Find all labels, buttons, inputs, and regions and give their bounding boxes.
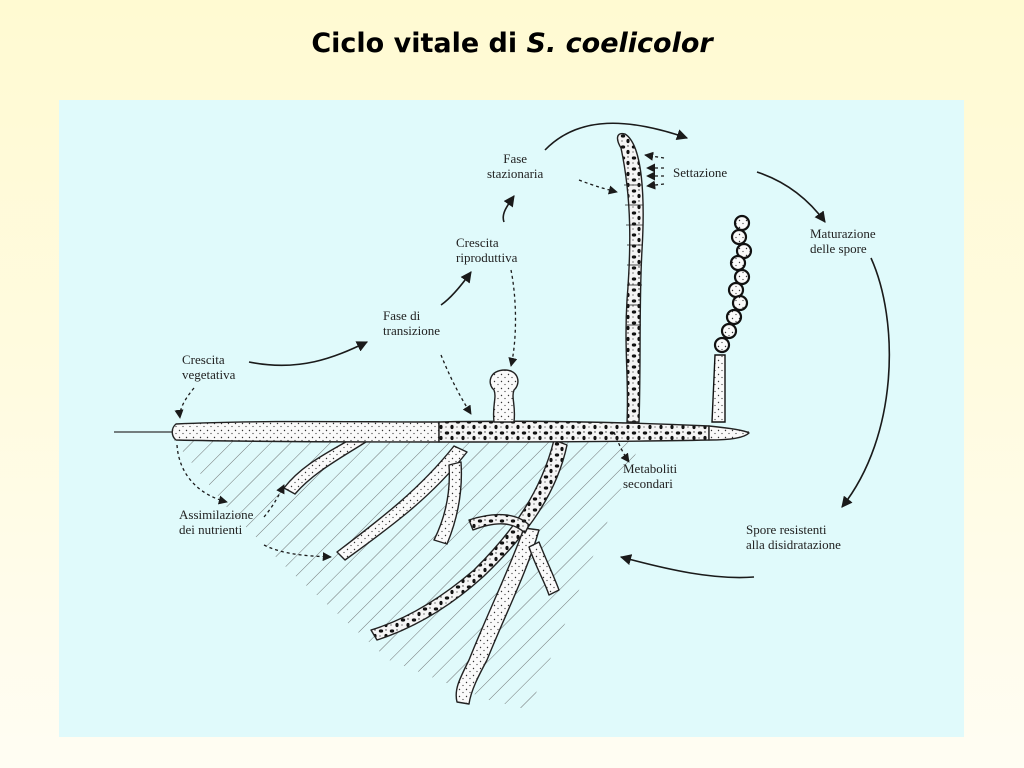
mycelium-branch xyxy=(528,541,560,596)
mycelium-branch xyxy=(433,461,463,545)
substrate-mycelium xyxy=(283,433,568,705)
mycelium-branch xyxy=(455,527,540,705)
label-fase-di-transizione: Fase di transizione xyxy=(383,308,441,338)
arrow-maturation-to-spores xyxy=(841,257,891,508)
label-settazione: Settazione xyxy=(673,165,728,180)
dashed-arrow xyxy=(263,484,285,518)
spore-chain xyxy=(711,214,753,423)
septated-aerial-hypha xyxy=(616,132,644,423)
dashed-arrow xyxy=(508,269,518,367)
surface-mycelium xyxy=(171,420,750,443)
arrow-stationary-to-septation xyxy=(544,122,689,151)
hyphae-tip xyxy=(708,425,750,441)
label-crescita-riproduttiva: Crescita riproduttiva xyxy=(456,235,518,265)
vegetative-hyphae xyxy=(171,420,440,443)
label-spore-resistenti: Spore resistenti alla disidratazione xyxy=(746,522,841,552)
arrow-spores-to-soil xyxy=(619,554,755,579)
label-fase-stazionaria: Fase stazionaria xyxy=(487,151,544,181)
arrow-vegetative-to-transition xyxy=(248,341,369,367)
label-crescita-vegetativa: Crescita vegetativa xyxy=(182,352,236,382)
spore-chain-stalk xyxy=(711,354,726,423)
mycelium-branch xyxy=(336,445,468,561)
life-cycle-diagram-panel: Crescita vegetativa Fase di transizione … xyxy=(59,100,964,737)
dashed-arrow xyxy=(263,544,332,562)
mycelium-branch xyxy=(468,513,530,534)
reproductive-bulb xyxy=(489,369,519,423)
label-maturazione-delle-spore: Maturazione delle spore xyxy=(810,226,876,256)
dashed-arrow xyxy=(440,354,472,415)
arrow-transition-to-reproductive xyxy=(440,271,472,306)
dashed-arrow xyxy=(644,151,665,161)
life-cycle-illustration xyxy=(114,122,891,710)
dashed-arrow xyxy=(176,444,228,505)
dashed-arrow xyxy=(613,431,630,463)
arrow-septation-to-maturation xyxy=(756,171,826,223)
soil-substrate xyxy=(169,434,644,710)
hypha-stem xyxy=(616,132,644,423)
dashed-arrows xyxy=(174,151,665,562)
slide-title: Ciclo vitale di S. coelicolor xyxy=(0,28,1024,59)
label-assimilazione-nutrienti: Assimilazione dei nutrienti xyxy=(179,507,254,537)
dashed-arrow xyxy=(174,387,195,419)
transition-hyphae xyxy=(438,420,710,443)
title-prefix: Ciclo vitale di xyxy=(311,28,527,59)
title-species: S. coelicolor xyxy=(526,28,713,59)
label-metaboliti-secondari: Metaboliti secondari xyxy=(623,461,678,491)
mycelium-branch xyxy=(283,433,370,495)
flow-arrows xyxy=(248,122,891,579)
dashed-arrow xyxy=(578,179,618,195)
dashed-arrow xyxy=(646,180,665,190)
arrow-reproductive-to-stationary xyxy=(502,195,515,223)
